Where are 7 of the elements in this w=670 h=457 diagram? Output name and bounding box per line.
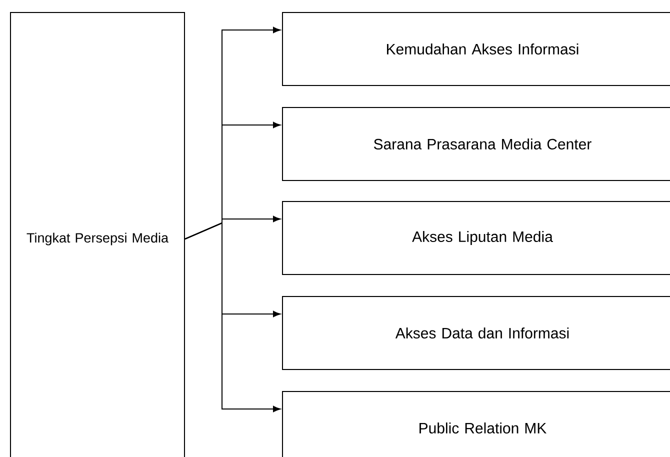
- process-box: Akses Liputan Media: [282, 201, 670, 275]
- process-box: Tingkat Persepsi Media: [10, 12, 185, 457]
- process-box: Kemudahan Akses Informasi: [282, 12, 670, 86]
- process-box: Public Relation MK: [282, 391, 670, 457]
- process-box: Akses Data dan Informasi: [282, 296, 670, 370]
- arrow: [184, 222, 280, 412]
- process-box: Sarana Prasarana Media Center: [282, 107, 670, 181]
